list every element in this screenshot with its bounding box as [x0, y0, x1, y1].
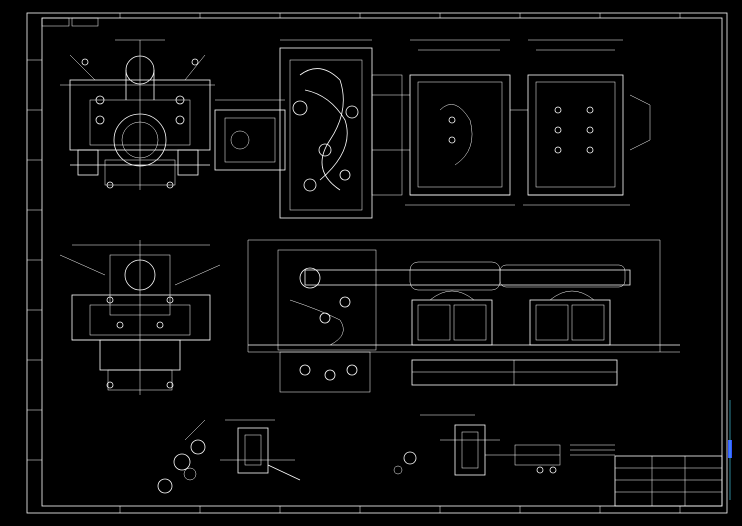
drawing-number-tab[interactable] [41, 17, 99, 27]
view-long-side-elevation [247, 239, 680, 393]
view-detail-lower-left [157, 419, 301, 494]
top-zone-ticks [119, 13, 681, 513]
drawing-frame [41, 17, 723, 507]
view-casing-section-right [523, 39, 651, 206]
sheet-border [26, 12, 728, 514]
view-front-elevation-top [60, 39, 215, 190]
view-front-elevation-middle [59, 240, 221, 395]
left-zone-ticks [27, 59, 42, 461]
title-block[interactable] [614, 455, 723, 507]
view-plan-center-top [214, 39, 410, 219]
view-detail-lower-right [393, 414, 561, 476]
view-casing-section-left [405, 39, 515, 206]
revision-table [570, 444, 615, 456]
